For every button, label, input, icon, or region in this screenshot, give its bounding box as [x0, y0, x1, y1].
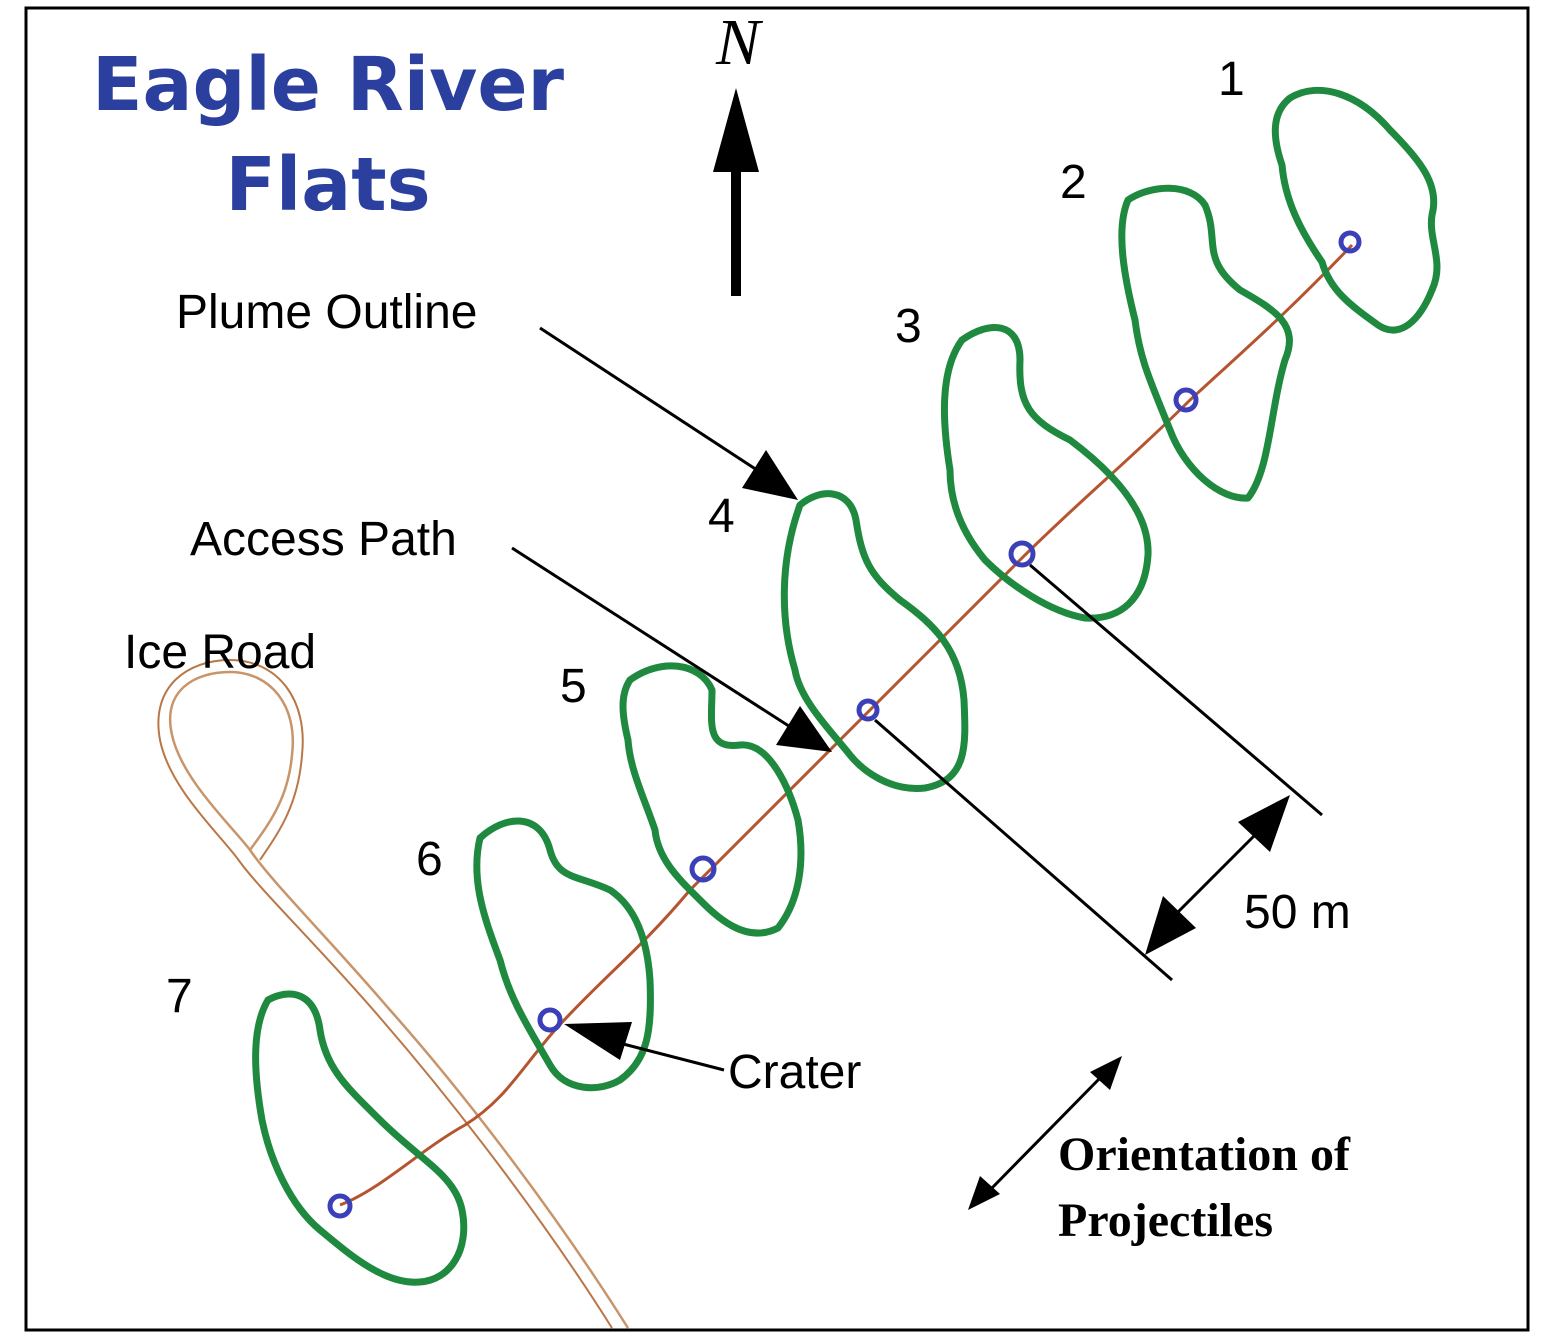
- crater-4: [856, 698, 880, 722]
- crater-arrow-icon: [564, 1022, 725, 1072]
- title-line-2: Flats: [225, 142, 430, 228]
- plume-outline-4: [780, 490, 969, 792]
- title-line-1: Eagle River: [92, 42, 565, 128]
- ice-road-label: Ice Road: [124, 626, 316, 679]
- crater-2: [1173, 387, 1199, 413]
- plume-number-5: 5: [560, 660, 587, 713]
- crater-3: [1008, 540, 1036, 568]
- access-path: [339, 243, 1354, 1207]
- north-label: N: [715, 6, 764, 79]
- scale-bar: 50 m: [874, 563, 1351, 982]
- plume-outline-5: [619, 662, 805, 937]
- craters: [327, 230, 1362, 1219]
- plume-outline-arrow-icon: [539, 326, 798, 500]
- orientation-arrow-icon: [968, 1056, 1122, 1210]
- orientation-label-line-1: Orientation of: [1058, 1128, 1351, 1181]
- access-path-arrow-icon: [511, 546, 832, 752]
- plume-number-6: 6: [416, 833, 443, 886]
- scale-label: 50 m: [1244, 886, 1351, 939]
- plume-number-4: 4: [708, 490, 735, 543]
- plume-number-1: 1: [1218, 53, 1245, 106]
- crater-label: Crater: [728, 1046, 861, 1099]
- plume-outline-6: [473, 817, 654, 1092]
- plume-outline-3: [940, 324, 1152, 622]
- map-title: Eagle River Flats: [92, 42, 565, 228]
- plume-outline-7: [252, 990, 468, 1286]
- crater-6: [537, 1007, 563, 1033]
- north-arrow-icon: N: [713, 6, 764, 296]
- plume-number-3: 3: [895, 300, 922, 353]
- orientation-label-line-2: Projectiles: [1058, 1194, 1273, 1247]
- plume-number-7: 7: [166, 970, 193, 1023]
- ice-road-inner-line: [157, 658, 613, 1329]
- scale-arrowhead-lower-icon: [1145, 896, 1196, 955]
- plume-outlines: [252, 86, 1441, 1286]
- plume-number-2: 2: [1060, 156, 1087, 209]
- ice-road: Ice Road: [124, 626, 630, 1329]
- plume-outline-1: [1271, 86, 1441, 334]
- plume-numbers: 1 2 3 4 5 6 7: [166, 53, 1245, 1023]
- crater-5: [689, 855, 717, 883]
- crater-7: [327, 1193, 353, 1219]
- access-path-label: Access Path: [190, 513, 457, 566]
- crater-1: [1338, 230, 1362, 254]
- plume-outline-2: [1118, 184, 1293, 502]
- ice-road-outer-line: [169, 670, 630, 1329]
- map-frame: [24, 6, 1530, 1332]
- scale-arrowhead-upper-icon: [1238, 795, 1290, 852]
- scale-extension-line-lower: [874, 718, 1173, 982]
- plume-outline-label: Plume Outline: [176, 286, 477, 339]
- scale-extension-line-upper: [1029, 563, 1323, 817]
